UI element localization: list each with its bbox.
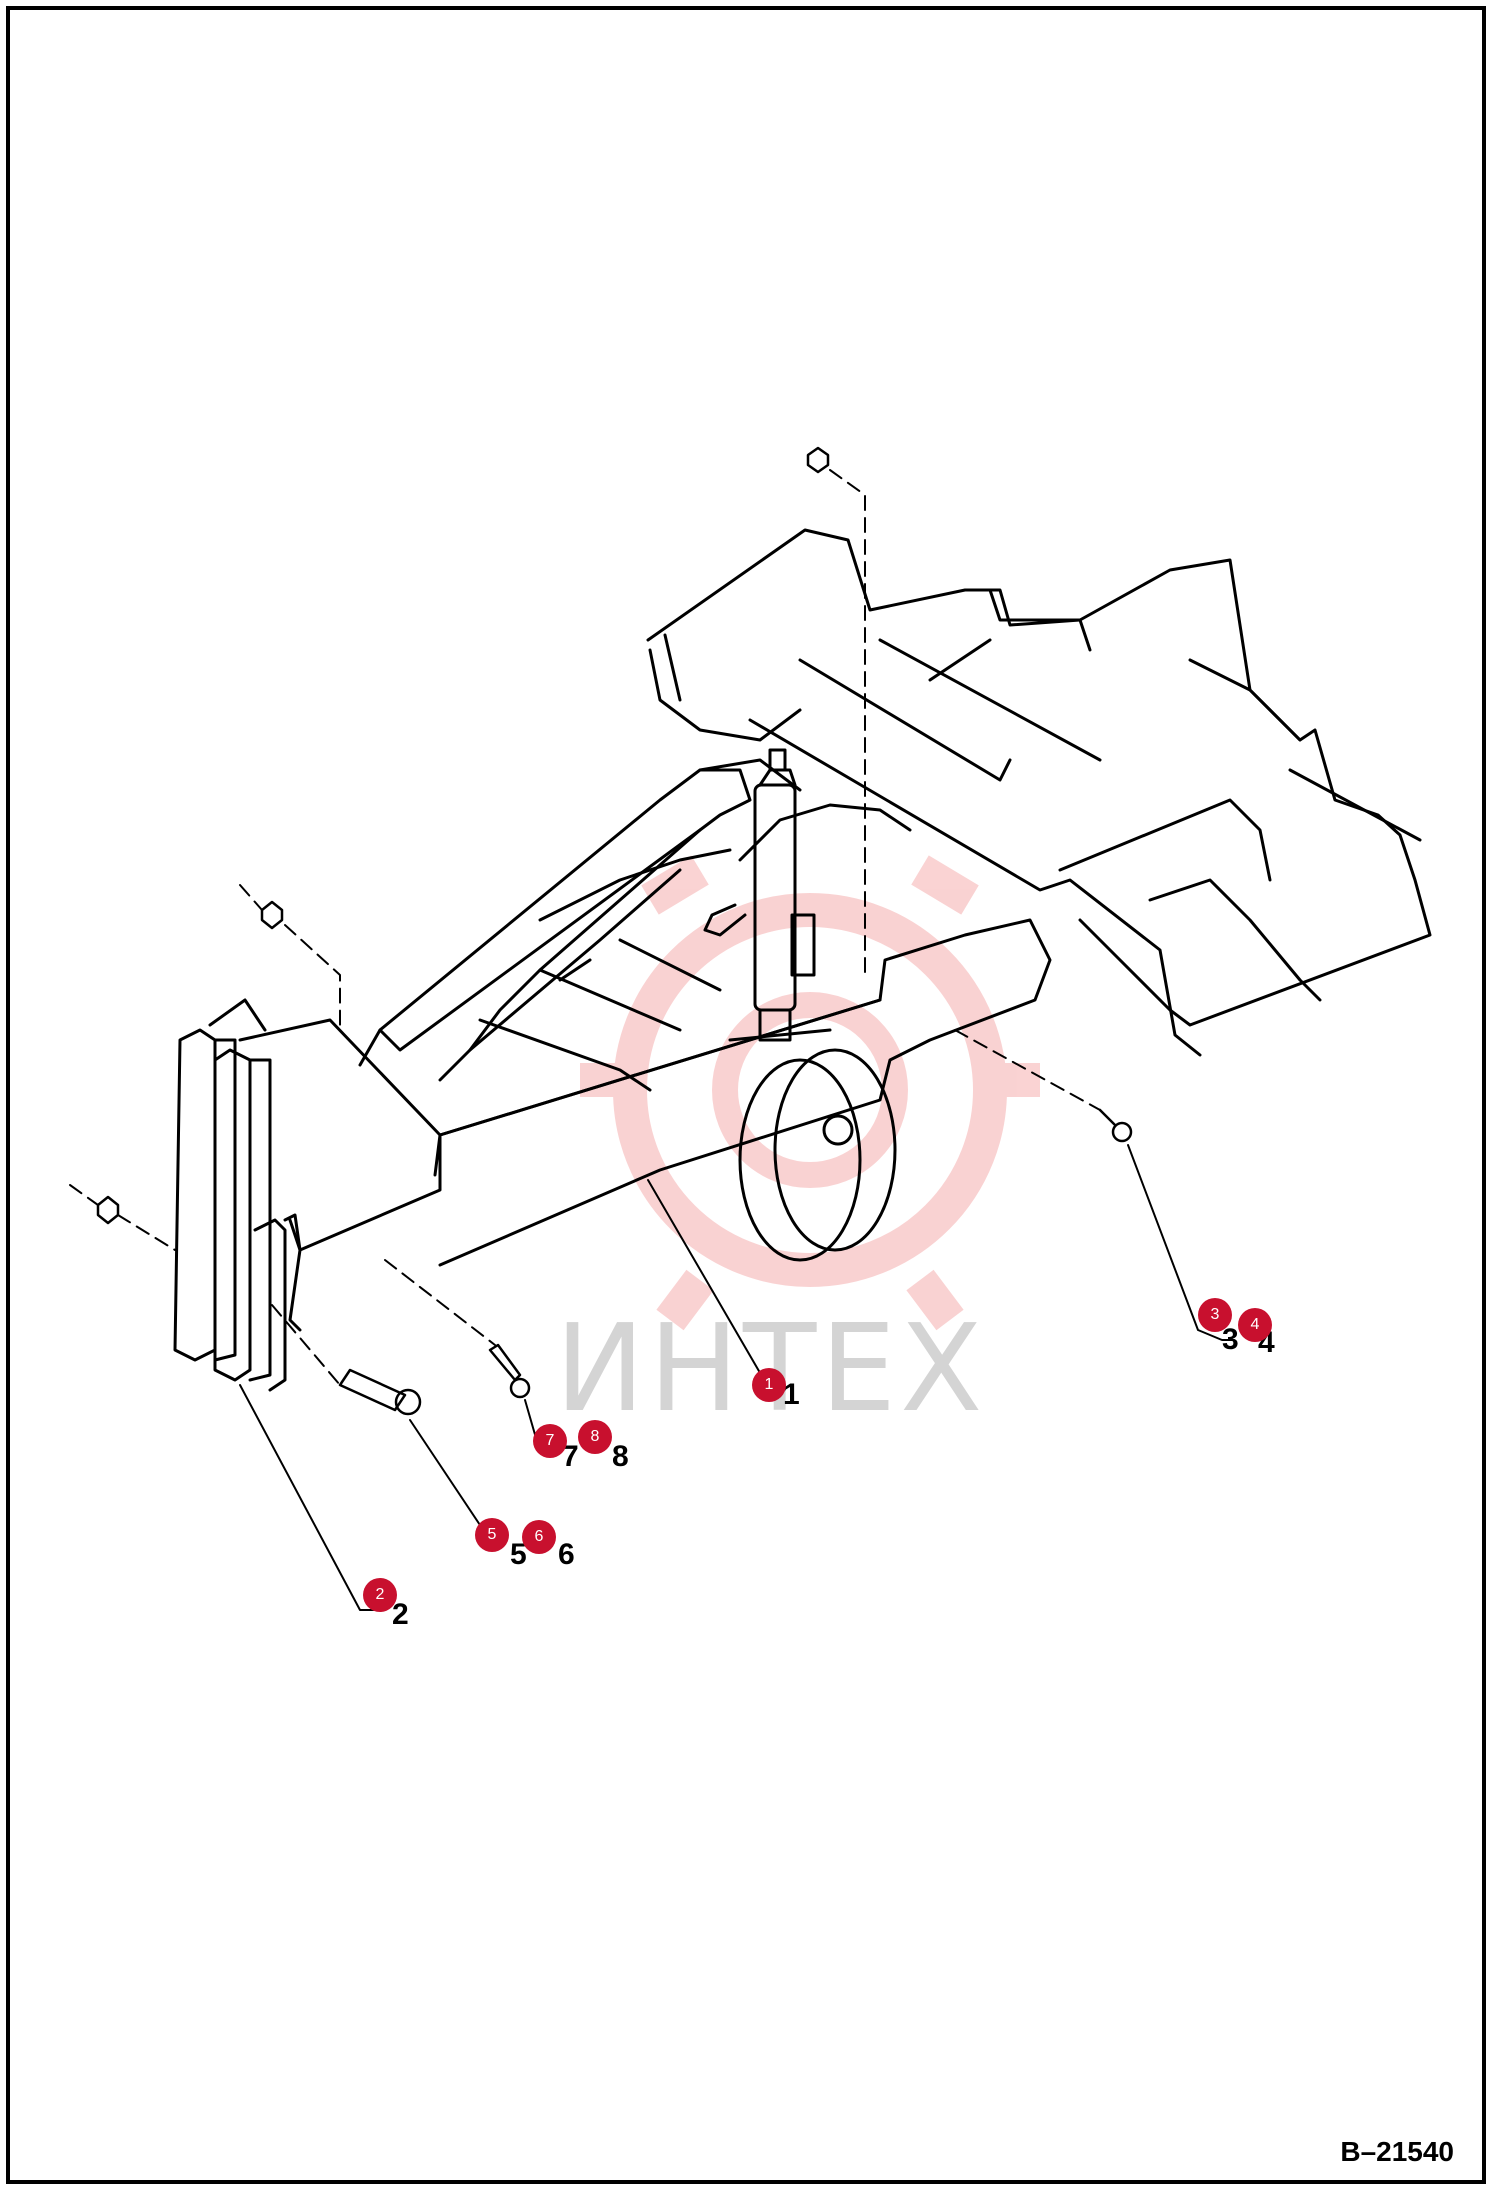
callout-number-6: 6 [558,1538,575,1571]
callout-badge-5[interactable]: 5 [475,1518,509,1552]
drawing-number: B–21540 [1340,2136,1454,2167]
drawing-frame [6,6,1486,2184]
callout-badge-4[interactable]: 4 [1238,1308,1272,1342]
callout-number-1: 1 [783,1378,800,1411]
hardware-items [96,446,1133,1416]
coupler-plate-assembly [173,998,442,1392]
tongue-frame [358,758,1052,1267]
callout-badge-7[interactable]: 7 [533,1424,567,1458]
callout-badge-1[interactable]: 1 [752,1368,786,1402]
callout-number-3: 3 [1222,1323,1239,1356]
callout-number-5: 5 [510,1538,527,1571]
callout-badge-2[interactable]: 2 [363,1578,397,1612]
callout-number-7: 7 [562,1440,579,1473]
jack-stand [703,748,832,1042]
watermark-gear-icon [580,855,1040,1331]
main-frame [646,528,1432,1057]
callout-badge-3[interactable]: 3 [1198,1298,1232,1332]
callout-number-2: 2 [392,1598,409,1631]
callout-number-8: 8 [612,1440,629,1473]
jack-wheel [738,1048,897,1262]
callout-badge-6[interactable]: 6 [522,1520,556,1554]
dash-lines [69,469,1101,1386]
callout-badge-8[interactable]: 8 [578,1420,612,1454]
